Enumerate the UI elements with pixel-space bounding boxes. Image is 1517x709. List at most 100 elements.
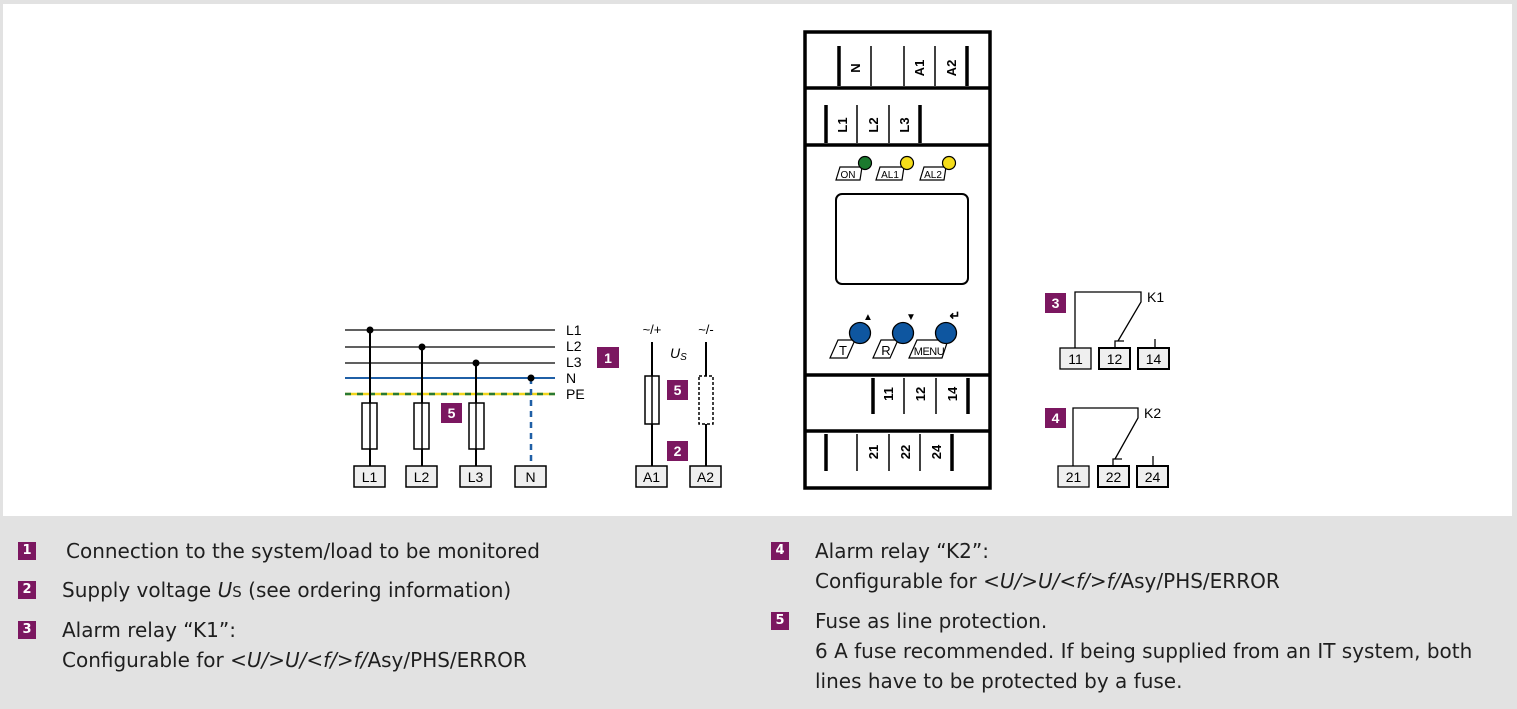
badge-supply xyxy=(667,441,688,461)
badge-relay-k2-label: 4 xyxy=(1052,410,1060,426)
bus-label-l2: L2 xyxy=(566,338,582,354)
device-terminal-21: 21 xyxy=(866,445,881,459)
terminal-l1-label: L1 xyxy=(362,469,378,485)
terminal-l1 xyxy=(353,465,386,488)
device-relay1-terminal-row: 11 12 14 xyxy=(871,378,970,414)
fuse-supply-minus-optional xyxy=(698,375,714,425)
relay-k2: 4 K2 21 22 24 xyxy=(1045,405,1169,488)
relay-k2-terminal-21 xyxy=(1057,465,1090,488)
bus-label-n: N xyxy=(566,370,576,386)
terminal-a2-label: A2 xyxy=(697,469,714,485)
button-r[interactable]: R ▼ xyxy=(872,312,916,359)
legend-text-5-line2: 6 A fuse recommended. If being supplied … xyxy=(815,639,1473,663)
legend-text-3-config-prefix: Configurable for xyxy=(62,648,231,672)
diagram-panel xyxy=(3,4,1512,516)
bus-label-pe: PE xyxy=(566,386,585,402)
bus-label-l1: L1 xyxy=(566,322,582,338)
terminal-a2 xyxy=(689,465,722,488)
led-al2-label: AL2 xyxy=(924,170,942,181)
bus-label-l3: L3 xyxy=(566,354,582,370)
supply-us-main: U xyxy=(670,345,681,361)
relay-k1-terminal-12 xyxy=(1098,347,1131,370)
legend-text-3-config: Configurable for <U/>U/<f/>f/Asy/PHS/ERR… xyxy=(62,645,527,675)
led-al1: AL1 xyxy=(875,155,915,181)
legend-text-2-prefix: Supply voltage xyxy=(62,578,218,602)
relay-k1-terminal-14 xyxy=(1137,347,1170,370)
arrow-down-icon: ▼ xyxy=(906,312,916,323)
button-menu-knob[interactable] xyxy=(934,321,958,345)
relay-k2-terminal-22 xyxy=(1097,465,1130,488)
relay-k2-terminal-24 xyxy=(1136,465,1169,488)
device: N A1 A2 L1 L2 L3 ON AL1 AL2 xyxy=(803,30,992,490)
relay-k2-name: K2 xyxy=(1144,405,1161,421)
relay-k2-nc-contact xyxy=(1112,458,1122,466)
button-menu-label: MENU xyxy=(914,346,945,358)
legend-badge-2: 2 xyxy=(18,581,36,599)
button-t-label: T xyxy=(839,343,847,358)
badge-connection-label: 1 xyxy=(604,350,612,366)
device-top-terminal-row: N A1 A2 xyxy=(837,46,969,86)
legend-text-4-config-suffix: Asy/PHS/ERROR xyxy=(1120,569,1280,593)
badge-fuse-network xyxy=(441,403,462,423)
junction-n xyxy=(527,374,535,382)
badge-fuse-supply-label: 5 xyxy=(674,382,682,398)
legend-text-2-suffix: (see ordering information) xyxy=(241,578,512,602)
terminal-a1 xyxy=(635,465,668,488)
led-on: ON xyxy=(835,155,873,181)
relay-k1-name: K1 xyxy=(1147,289,1164,305)
terminal-n-label: N xyxy=(525,469,535,485)
button-menu[interactable]: MENU ↵ xyxy=(908,308,961,359)
terminal-a1-label: A1 xyxy=(643,469,660,485)
junction-l1 xyxy=(366,326,374,334)
network-section: L1 L2 L3 N PE 5 1 L1 L2 L3 N xyxy=(345,322,619,488)
legend-text-3: Alarm relay “K1”: xyxy=(62,618,236,642)
relay-k1-terminal-11 xyxy=(1059,347,1092,370)
terminal-l3-label: L3 xyxy=(468,469,484,485)
relay-k2-terminal-21-label: 21 xyxy=(1066,469,1082,485)
junction-l3 xyxy=(472,359,480,367)
button-t-knob[interactable] xyxy=(848,321,872,345)
led-al2-indicator xyxy=(941,155,957,171)
legend-text-4: Alarm relay “K2”: xyxy=(815,539,989,563)
device-terminal-n: N xyxy=(848,63,863,72)
legend-text-5-line1: Fuse as line protection. xyxy=(815,609,1048,633)
terminal-l2-label: L2 xyxy=(414,469,430,485)
device-terminal-l2: L2 xyxy=(866,117,881,132)
badge-relay-k1 xyxy=(1045,293,1066,313)
legend-badge-3: 3 xyxy=(18,621,36,639)
legend-text-2: Supply voltage US (see ordering informat… xyxy=(62,575,511,607)
legend-text-1: Connection to the system/load to be moni… xyxy=(66,539,540,563)
device-terminal-a2: A2 xyxy=(944,60,959,77)
relay-k2-terminal-24-label: 24 xyxy=(1145,469,1161,485)
relay-k1-wire xyxy=(1074,291,1142,348)
legend-text-4-config: Configurable for <U/>U/<f/>f/Asy/PHS/ERR… xyxy=(815,566,1280,596)
button-t[interactable]: T ▲ xyxy=(829,312,873,359)
legend-text-3-config-suffix: Asy/PHS/ERROR xyxy=(367,648,527,672)
legend-badge-1: 1 xyxy=(18,542,36,560)
supply-us-sub: S xyxy=(680,352,687,363)
led-al1-indicator xyxy=(899,155,915,171)
terminal-l2 xyxy=(405,465,438,488)
button-r-knob[interactable] xyxy=(891,321,915,345)
supply-us-label: US xyxy=(670,345,687,363)
device-terminal-22: 22 xyxy=(898,445,913,459)
enter-icon: ↵ xyxy=(950,308,961,323)
junction-l2 xyxy=(418,343,426,351)
device-terminal-24: 24 xyxy=(929,444,944,459)
relay-k1-terminal-11-label: 11 xyxy=(1068,351,1083,367)
device-terminal-11: 11 xyxy=(881,387,896,401)
device-terminal-l1: L1 xyxy=(835,117,850,132)
relay-k1-nc-contact xyxy=(1114,340,1124,348)
legend-badge-5: 5 xyxy=(771,612,789,630)
led-on-indicator xyxy=(857,155,873,171)
badge-fuse-network-label: 5 xyxy=(448,405,456,421)
supply-minus-label: ~/- xyxy=(698,322,714,337)
device-terminal-l3: L3 xyxy=(897,117,912,132)
terminal-l3 xyxy=(459,465,492,488)
legend-badge-4: 4 xyxy=(771,542,789,560)
relay-k2-terminal-22-label: 22 xyxy=(1106,469,1122,485)
legend-text-4-config-prefix: Configurable for xyxy=(815,569,984,593)
badge-supply-label: 2 xyxy=(674,443,682,459)
device-terminal-12: 12 xyxy=(913,387,928,401)
badge-relay-k2 xyxy=(1045,408,1066,428)
